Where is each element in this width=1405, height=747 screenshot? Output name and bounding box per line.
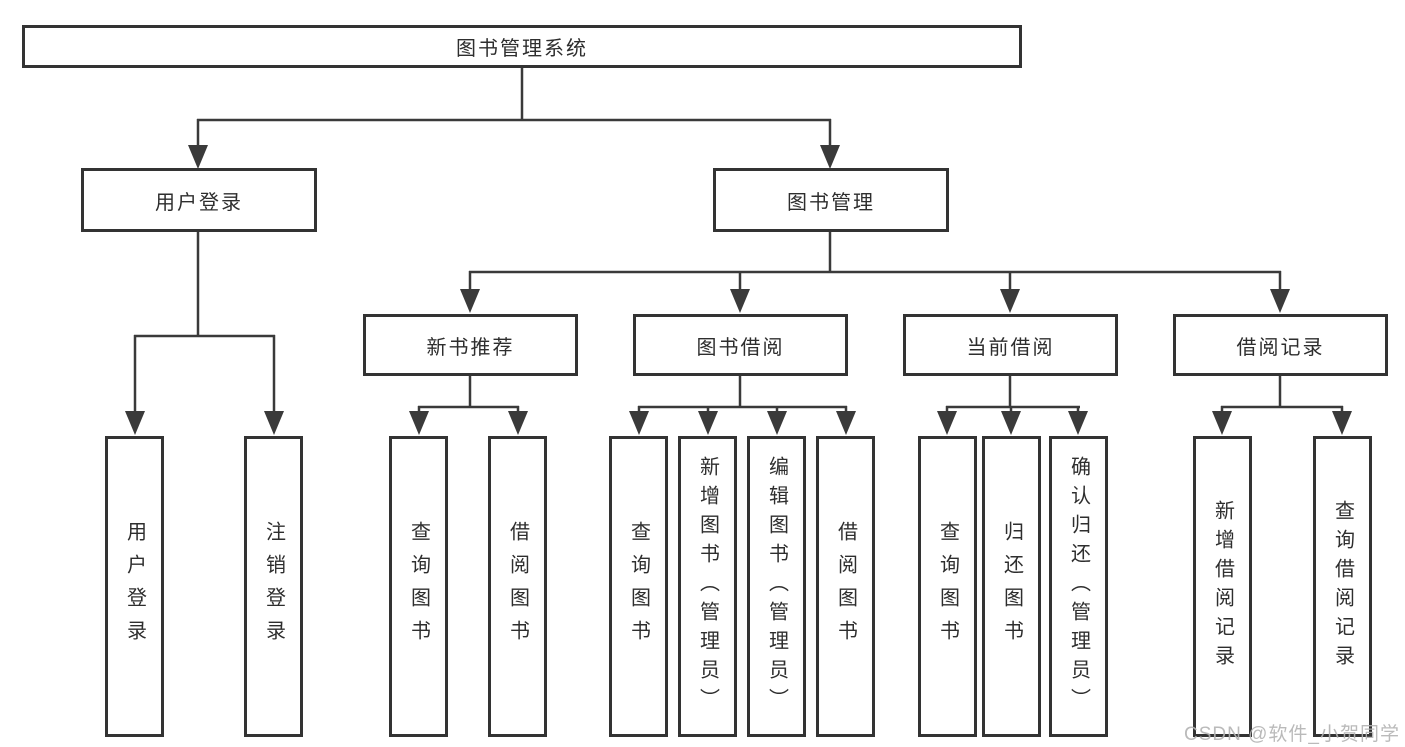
leaf-edit-book-admin: 编辑图书（管理员）	[747, 436, 806, 737]
node-borrow-records: 借阅记录	[1173, 314, 1388, 376]
node-book-management: 图书管理	[713, 168, 949, 232]
leaf-query-books-borrow: 查询图书	[609, 436, 668, 737]
leaf-add-borrow-record-label: 新增借阅记录	[1211, 499, 1234, 674]
leaf-confirm-return-admin: 确认归还（管理员）	[1049, 436, 1108, 737]
leaf-logout-label: 注销登录	[262, 520, 285, 653]
leaf-user-login: 用户登录	[105, 436, 164, 737]
leaf-borrow-books-label: 借阅图书	[834, 520, 857, 653]
leaf-query-borrow-record: 查询借阅记录	[1313, 436, 1372, 737]
leaf-query-borrow-record-label: 查询借阅记录	[1331, 499, 1354, 674]
leaf-query-books-recommend: 查询图书	[389, 436, 448, 737]
leaf-user-login-label: 用户登录	[123, 520, 146, 653]
leaf-add-borrow-record: 新增借阅记录	[1193, 436, 1252, 737]
leaf-logout: 注销登录	[244, 436, 303, 737]
node-book-borrow: 图书借阅	[633, 314, 848, 376]
leaf-return-book: 归还图书	[982, 436, 1041, 737]
leaf-query-books-current-label: 查询图书	[936, 520, 959, 653]
leaf-add-book-admin: 新增图书（管理员）	[678, 436, 737, 737]
leaf-query-books-borrow-label: 查询图书	[627, 520, 650, 653]
leaf-return-book-label: 归还图书	[1000, 520, 1023, 653]
leaf-borrow-books-recommend-label: 借阅图书	[506, 520, 529, 653]
node-library-management-system: 图书管理系统	[22, 25, 1022, 68]
leaf-borrow-books-recommend: 借阅图书	[488, 436, 547, 737]
leaf-add-book-admin-label: 新增图书（管理员）	[696, 456, 719, 717]
node-current-borrow: 当前借阅	[903, 314, 1118, 376]
watermark: CSDN @软件_小贺同学	[1184, 724, 1400, 745]
node-user-login: 用户登录	[81, 168, 317, 232]
leaf-query-books-current: 查询图书	[918, 436, 977, 737]
leaf-query-books-recommend-label: 查询图书	[407, 520, 430, 653]
leaf-edit-book-admin-label: 编辑图书（管理员）	[765, 456, 788, 717]
node-new-book-recommend: 新书推荐	[363, 314, 578, 376]
leaf-confirm-return-admin-label: 确认归还（管理员）	[1067, 456, 1090, 717]
leaf-borrow-books: 借阅图书	[816, 436, 875, 737]
